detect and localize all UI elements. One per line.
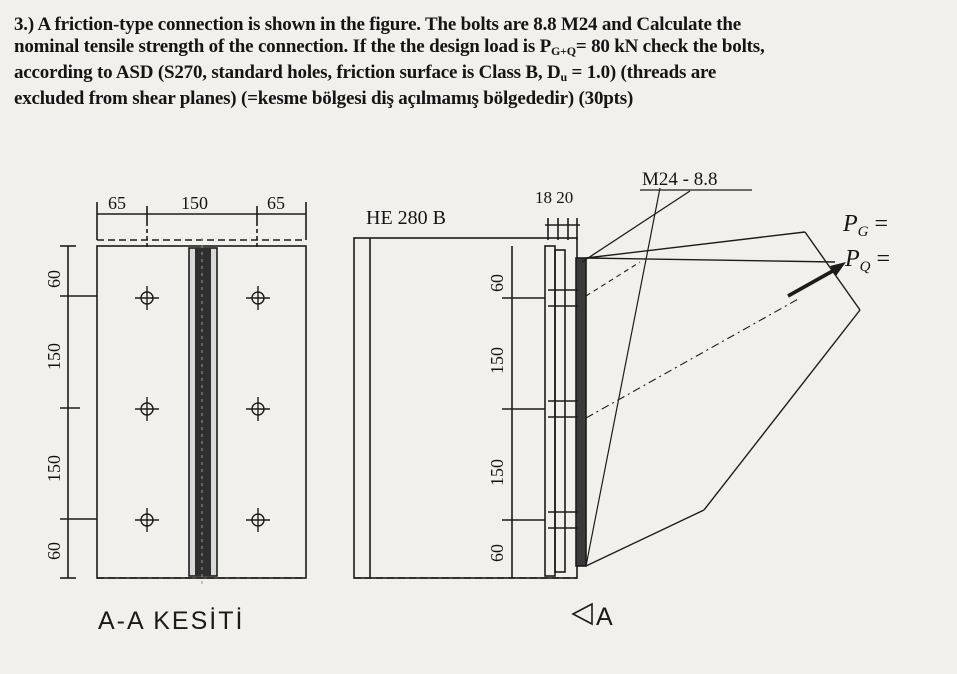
bracket-arm (585, 187, 861, 567)
dim-mid-3: 150 (487, 459, 507, 486)
load-arrow (787, 262, 846, 298)
problem-line-1: 3.) A friction-type connection is shown … (14, 14, 741, 35)
side-view (353, 189, 752, 579)
dim-top-2: 150 (181, 193, 208, 213)
load-q-label: PQ= (844, 246, 890, 275)
dim-left-1: 60 (44, 270, 64, 288)
bolt-2 (246, 286, 270, 310)
section-mark-icon (571, 602, 593, 626)
dim-mid-4: 60 (487, 544, 507, 562)
profile-label: HE 280 B (366, 207, 446, 229)
load-labels: PG= PQ= (842, 211, 890, 275)
bolt-3 (135, 397, 159, 421)
dim-mid-2: 150 (487, 347, 507, 374)
bolt-pattern (135, 286, 270, 532)
dim-top-1: 65 (108, 193, 126, 213)
problem-statement: 3.) A friction-type connection is shown … (14, 14, 944, 110)
dim-top-3: 65 (267, 193, 285, 213)
dim-left-4: 60 (44, 542, 64, 560)
bolt-1 (135, 286, 159, 310)
dim-left-2: 150 (44, 343, 64, 370)
section-mark-label: A (596, 603, 615, 631)
dim-left-3: 150 (44, 455, 64, 482)
dim-mid-1: 60 (487, 274, 507, 292)
problem-line-3: according to ASD (S270, standard holes, … (14, 62, 717, 84)
bolt-4 (246, 397, 270, 421)
problem-line-2: nominal tensile strength of the connecti… (14, 36, 765, 58)
bolt-5 (135, 508, 159, 532)
load-g-label: PG= (842, 211, 888, 240)
bolt-label: M24 - 8.8 (642, 169, 717, 190)
section-title: A-A KESİTİ (98, 606, 244, 635)
plate-thickness-dims: 18 20 (535, 188, 573, 207)
section-view (60, 202, 307, 588)
problem-line-4: excluded from shear planes) (=kesme bölg… (14, 88, 634, 109)
bolt-6 (246, 508, 270, 532)
